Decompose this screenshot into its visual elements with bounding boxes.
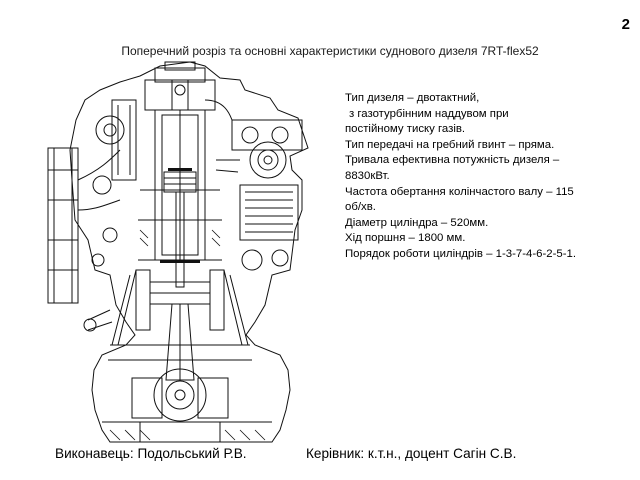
spec-line: Тип передачі на гребний гвинт – пряма. — [345, 138, 555, 151]
spec-line: Тип дизеля – двотактний, — [345, 92, 480, 104]
spec-line: 8830кВт. — [345, 169, 390, 182]
spec-line: Хід поршня – 1800 мм. — [345, 232, 466, 245]
supervisor-credit: Керівник: к.т.н., доцент Сагін С.В. — [306, 446, 517, 461]
spec-line: об/хв. — [345, 201, 376, 214]
page-number: 2 — [621, 16, 630, 33]
spec-line: Діаметр циліндра – 520мм. — [345, 216, 489, 229]
spec-line: Порядок роботи циліндрів – 1-3-7-4-6-2-5… — [345, 247, 577, 260]
engine-cross-section-drawing — [47, 61, 309, 443]
spec-line: Тривала ефективна потужність дизеля – — [345, 154, 560, 167]
spec-line: Частота обертання колінчастого валу – 11… — [345, 185, 574, 198]
spec-line: з газотурбінним наддувом при — [349, 107, 509, 120]
slide-title: Поперечний розріз та основні характерист… — [121, 44, 539, 58]
engine-specifications: Тип дизеля – двотактний, з газотурбінним… — [345, 91, 635, 263]
spec-line: постійному тиску газів. — [345, 123, 466, 136]
performer-credit: Виконавець: Подольський Р.В. — [55, 446, 247, 461]
